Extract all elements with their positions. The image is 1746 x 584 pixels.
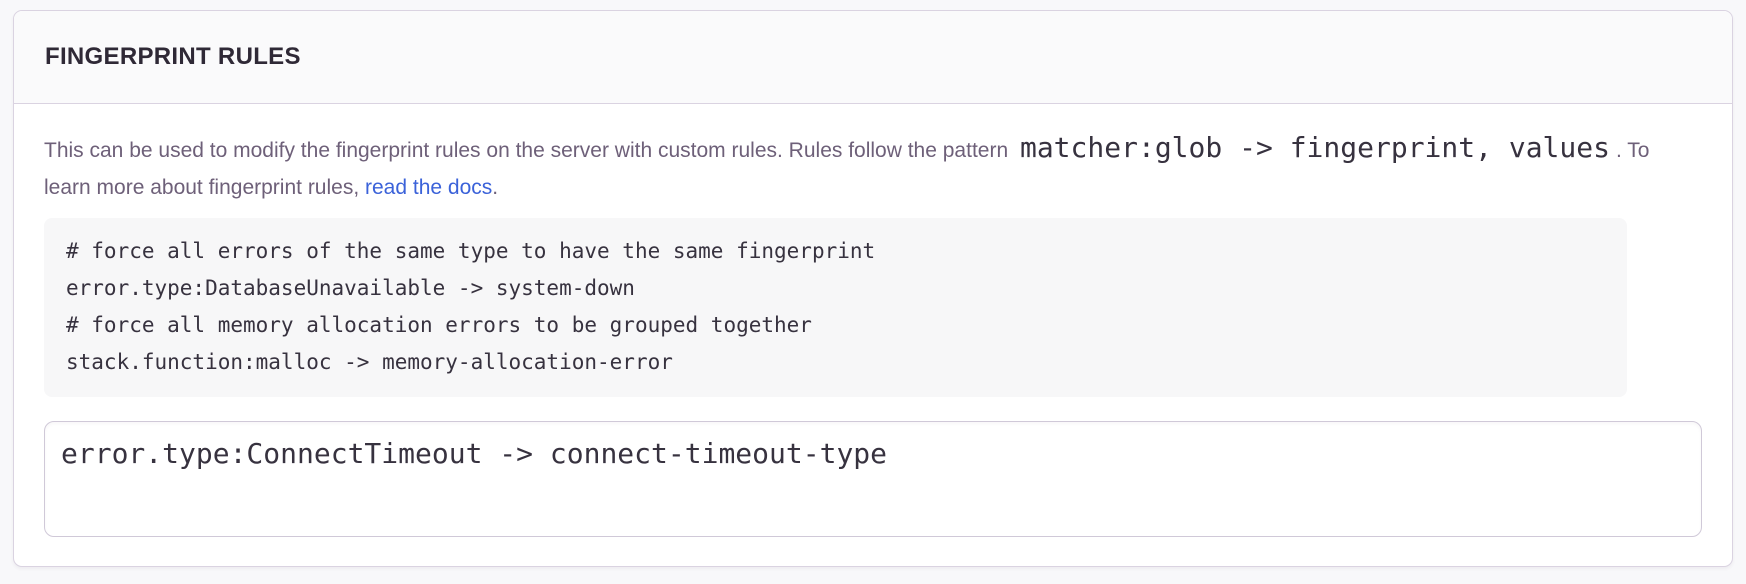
panel-body: This can be used to modify the fingerpri… (14, 104, 1732, 537)
read-the-docs-link[interactable]: read the docs (365, 176, 493, 199)
description-text-before: This can be used to modify the fingerpri… (44, 139, 1014, 162)
description: This can be used to modify the fingerpri… (44, 129, 1684, 206)
panel-title: FINGERPRINT RULES (45, 43, 301, 70)
pattern-inline-code: matcher:glob -> fingerprint, values (1019, 131, 1610, 164)
panel-header: FINGERPRINT RULES (14, 11, 1732, 104)
example-code-block: # force all errors of the same type to h… (44, 218, 1627, 397)
fingerprint-rules-input[interactable]: error.type:ConnectTimeout -> connect-tim… (44, 421, 1702, 537)
fingerprint-rules-panel: FINGERPRINT RULES This can be used to mo… (13, 10, 1733, 567)
description-text-after: . (492, 176, 499, 199)
description-text-middle: . To learn more about fingerprint rules, (44, 139, 1650, 199)
